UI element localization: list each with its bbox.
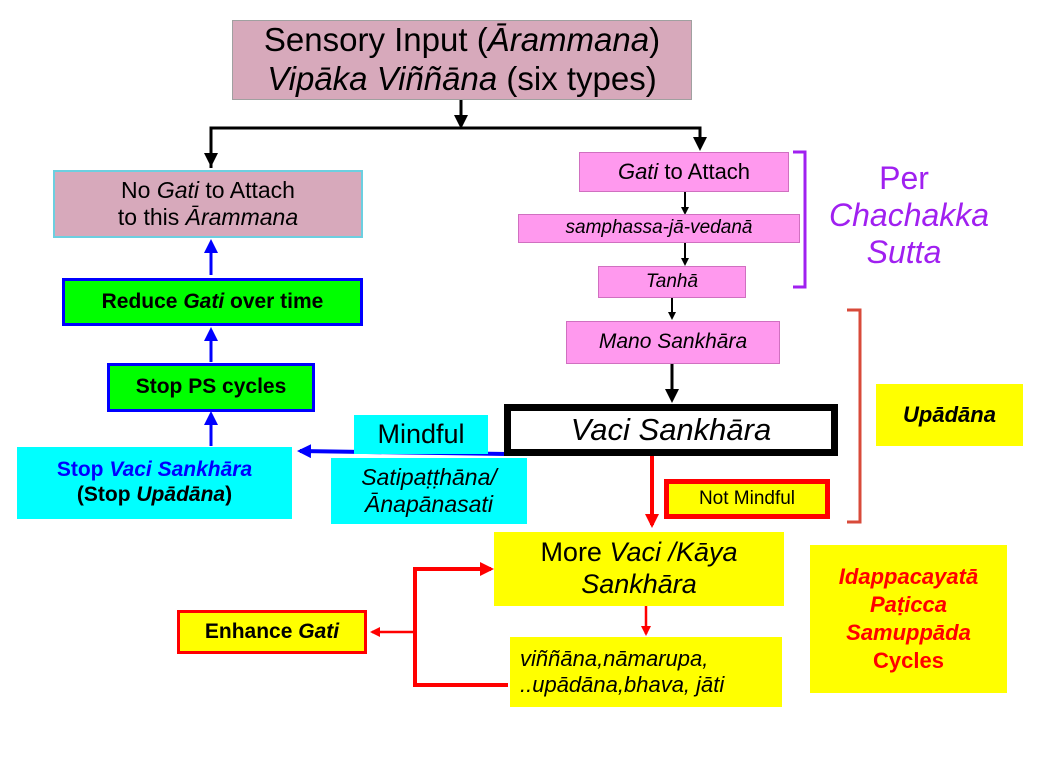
vinnana-line-1: viññāna,nāmarupa, <box>520 646 709 672</box>
enhance-gati-text: Enhance Gati <box>204 619 340 643</box>
idappacayata-line-3: Samuppāda <box>846 620 971 645</box>
sensory-line-1: Sensory Input (Ārammana) <box>263 21 661 59</box>
mindful-text: Mindful <box>377 418 465 449</box>
reduce-gati-text: Reduce Gati over time <box>101 289 324 313</box>
idappacayata-box: Idappacayatā Paṭicca Samuppāda Cycles <box>810 545 1007 693</box>
satipatthana-line-2: Ānapānasati <box>365 491 493 517</box>
mindful-box: Mindful <box>354 415 488 454</box>
gati-attach-text: Gati to Attach <box>617 159 751 185</box>
stop-ps-box: Stop PS cycles <box>107 363 315 412</box>
more-vaci-box: More Vaci /Kāya Sankhāra <box>494 532 784 606</box>
gati-attach-box: Gati to Attach <box>579 152 789 192</box>
per-label-line-2: Chachakka <box>829 197 990 234</box>
stop-ps-text: Stop PS cycles <box>135 375 287 399</box>
satipatthana-line-1: Satipaṭṭhāna/ <box>361 463 497 490</box>
bracket-upadana <box>847 308 862 524</box>
per-chachakka-label: Per Chachakka Sutta <box>829 160 990 271</box>
stop-vaci-line-2: (Stop Upādāna) <box>76 483 233 506</box>
mano-text: Mano Sankhāra <box>598 330 748 354</box>
sensory-input-box: Sensory Input (Ārammana) Vipāka Viññāna … <box>232 20 692 100</box>
more-vaci-line-1: More Vaci /Kāya <box>540 537 738 568</box>
stop-vaci-box: Stop Vaci Sankhāra (Stop Upādāna) <box>17 447 292 519</box>
upadana-box: Upādāna <box>876 384 1023 446</box>
idappacayata-line-2: Paṭicca <box>869 591 948 617</box>
no-gati-line-1: No Gati to Attach <box>121 176 295 203</box>
stop-vaci-line-1: Stop Vaci Sankhāra <box>56 458 253 482</box>
satipatthana-box: Satipaṭṭhāna/ Ānapānasati <box>331 458 527 524</box>
enhance-gati-box: Enhance Gati <box>177 610 367 654</box>
idappacayata-line-1: Idappacayatā <box>838 563 979 589</box>
vaci-sankhara-box: Vaci Sankhāra <box>504 404 838 456</box>
idappacayata-line-4: Cycles <box>873 648 944 674</box>
more-vaci-line-2: Sankhāra <box>581 569 697 599</box>
reduce-gati-box: Reduce Gati over time <box>62 278 363 326</box>
samphassa-text: samphassa-jā-vedanā <box>565 217 753 239</box>
vaci-text: Vaci Sankhāra <box>570 411 772 447</box>
not-mindful-text: Not Mindful <box>698 487 796 509</box>
not-mindful-box: Not Mindful <box>664 479 830 519</box>
sensory-line-2: Vipāka Viññāna (six types) <box>267 60 657 97</box>
per-label-line-1: Per <box>879 160 929 196</box>
tanha-text: Tanhā <box>645 270 699 292</box>
vinnana-box: viññāna,nāmarupa, ..upādāna,bhava, jāti <box>510 637 782 707</box>
bracket-chachakka <box>793 150 807 289</box>
no-gati-box: No Gati to Attach to this Ārammana <box>53 170 363 238</box>
tanha-box: Tanhā <box>598 266 746 298</box>
upadana-text: Upādāna <box>903 402 996 428</box>
per-label-line-3: Sutta <box>866 234 942 271</box>
no-gati-line-2: to this Ārammana <box>117 204 299 230</box>
samphassa-box: samphassa-jā-vedanā <box>518 214 800 243</box>
vinnana-line-2: ..upādāna,bhava, jāti <box>520 672 725 697</box>
mano-sankhara-box: Mano Sankhāra <box>566 321 780 364</box>
feedback-loop <box>413 562 508 687</box>
